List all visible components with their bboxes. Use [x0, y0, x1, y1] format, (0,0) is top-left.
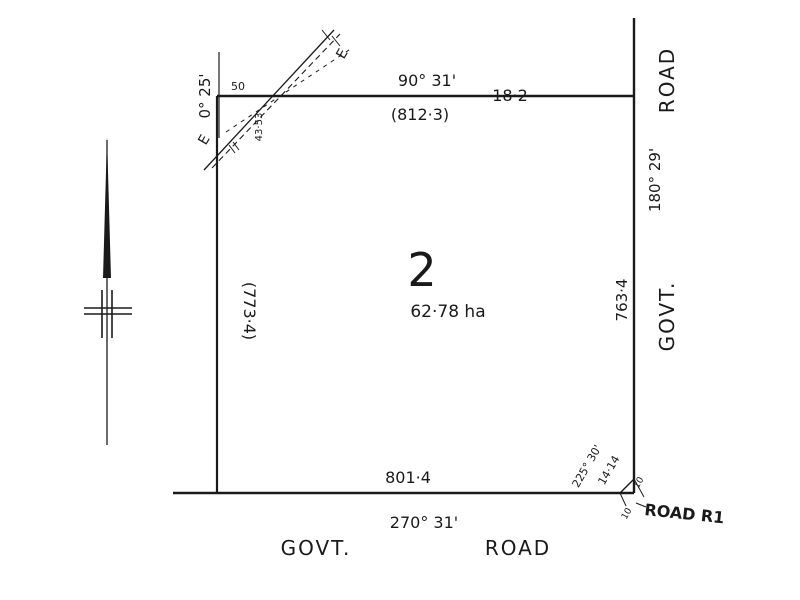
lot-number: 2 [407, 243, 436, 297]
bearing-nw: 0° 25' [196, 73, 214, 118]
nw-mark-b: E [333, 46, 351, 62]
bearing-bottom: 270° 31' [390, 513, 458, 532]
distance-right: 763·4 [613, 279, 631, 322]
road-label-bottom-right: ROAD [485, 536, 551, 560]
nw-corner-detail [203, 29, 353, 171]
lot-boundary [173, 18, 636, 495]
distance-nw-diag: 43·53 [254, 113, 265, 142]
distance-top-current: 18·2 [492, 86, 528, 105]
bearing-right: 180° 29' [646, 148, 664, 212]
lot-area: 62·78 ha [410, 302, 485, 322]
distance-bottom: 801·4 [385, 468, 431, 487]
bearing-top: 90° 31' [398, 71, 456, 90]
road-label-right-top: ROAD [655, 47, 679, 113]
distance-nw-short: 50 [231, 80, 245, 93]
distance-left: (773·4) [240, 282, 259, 340]
distance-se-diag: 14·14 [595, 453, 622, 487]
distance-top-original: (812·3) [391, 105, 449, 124]
road-label-right-bottom: GOVT. [655, 281, 679, 352]
road-label-se: ROAD R1 [644, 500, 726, 527]
boundary-se-truncation [619, 478, 635, 494]
nw-mark-a: E [195, 132, 213, 148]
road-label-bottom-left: GOVT. [281, 536, 352, 560]
north-arrow-icon [84, 136, 132, 445]
distance-se-a: 10 [620, 506, 635, 521]
